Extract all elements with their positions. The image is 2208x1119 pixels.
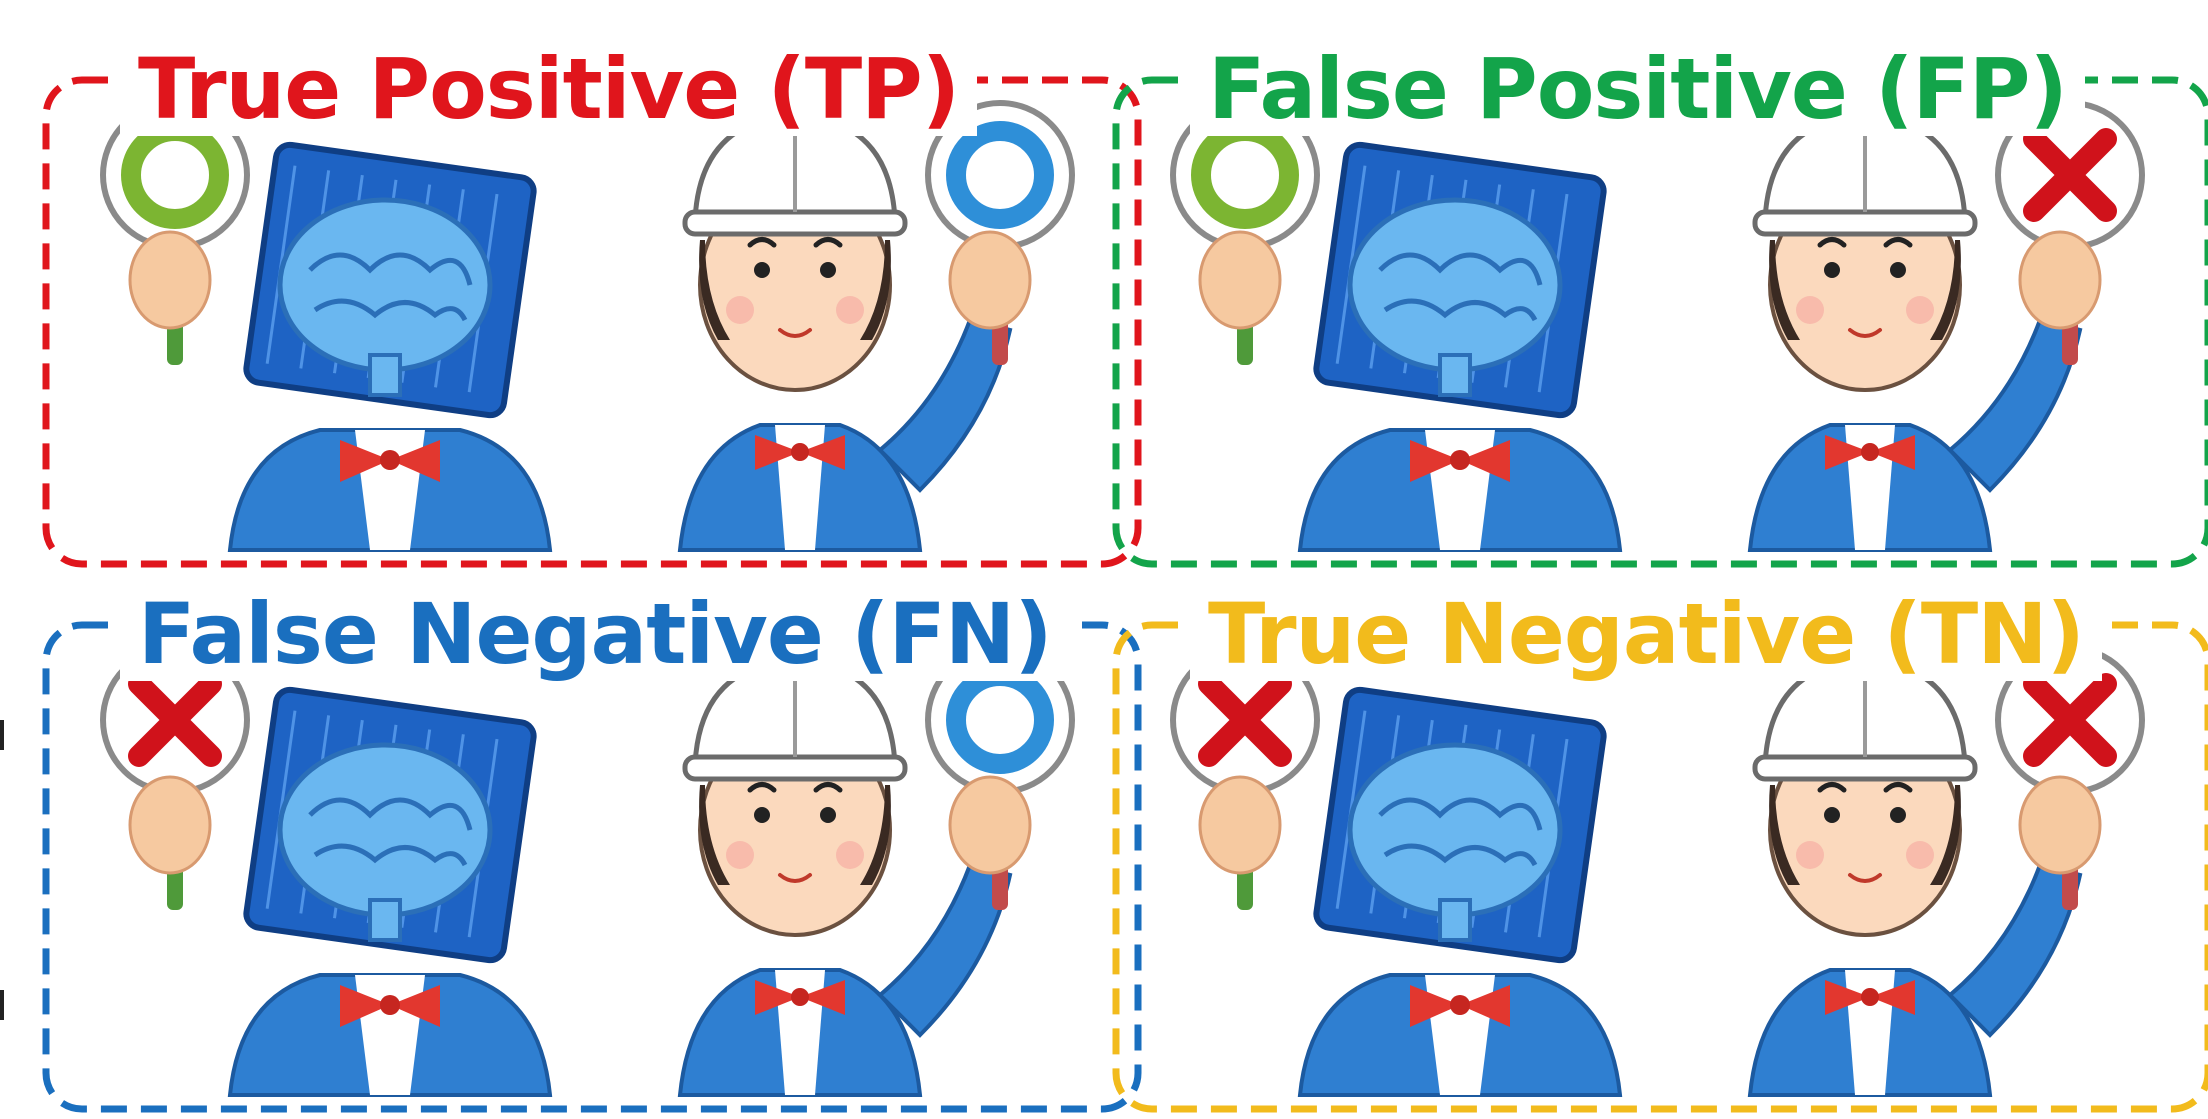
ai-brain-robot-icon [1297, 141, 1623, 552]
quadrant-false-positive: False Positive (FP) [1110, 20, 2208, 570]
dashed-frame [1112, 76, 2208, 568]
maru-circle-sign-icon [1170, 100, 1320, 365]
quadrant-true-negative: True Negative (TN) [1110, 565, 2208, 1115]
illustration [1170, 645, 2145, 1097]
quadrant-title: False Negative (FN) [120, 587, 1070, 681]
illustration [1170, 100, 2145, 552]
edge-mark [0, 720, 4, 750]
batsu-cross-sign-icon [1170, 645, 1320, 910]
quadrant-false-negative: False Negative (FN) [40, 565, 1144, 1115]
helmet-worker-icon [677, 657, 1013, 1097]
quadrant-title: False Positive (FP) [1190, 42, 2085, 136]
scene [1110, 565, 2208, 1115]
edge-mark [0, 990, 4, 1020]
illustration [100, 100, 1075, 552]
maru-circle-sign-icon [925, 645, 1075, 910]
quadrant-title: True Negative (TN) [1190, 587, 2102, 681]
ai-brain-robot-icon [227, 686, 553, 1097]
dashed-frame [42, 76, 1142, 568]
quadrant-true-positive: True Positive (TP) [40, 20, 1144, 570]
illustration [100, 645, 1075, 1097]
quadrant-title: True Positive (TP) [120, 42, 978, 136]
helmet-worker-icon [677, 112, 1013, 552]
batsu-cross-sign-icon [1995, 645, 2145, 910]
scene [40, 565, 1144, 1115]
maru-circle-sign-icon [925, 100, 1075, 365]
batsu-cross-sign-icon [1995, 100, 2145, 365]
batsu-cross-sign-icon [100, 645, 250, 910]
maru-circle-sign-icon [100, 100, 250, 365]
helmet-worker-icon [1747, 657, 2083, 1097]
scene [1110, 20, 2208, 570]
scene [40, 20, 1144, 570]
ai-brain-robot-icon [1297, 686, 1623, 1097]
ai-brain-robot-icon [227, 141, 553, 552]
